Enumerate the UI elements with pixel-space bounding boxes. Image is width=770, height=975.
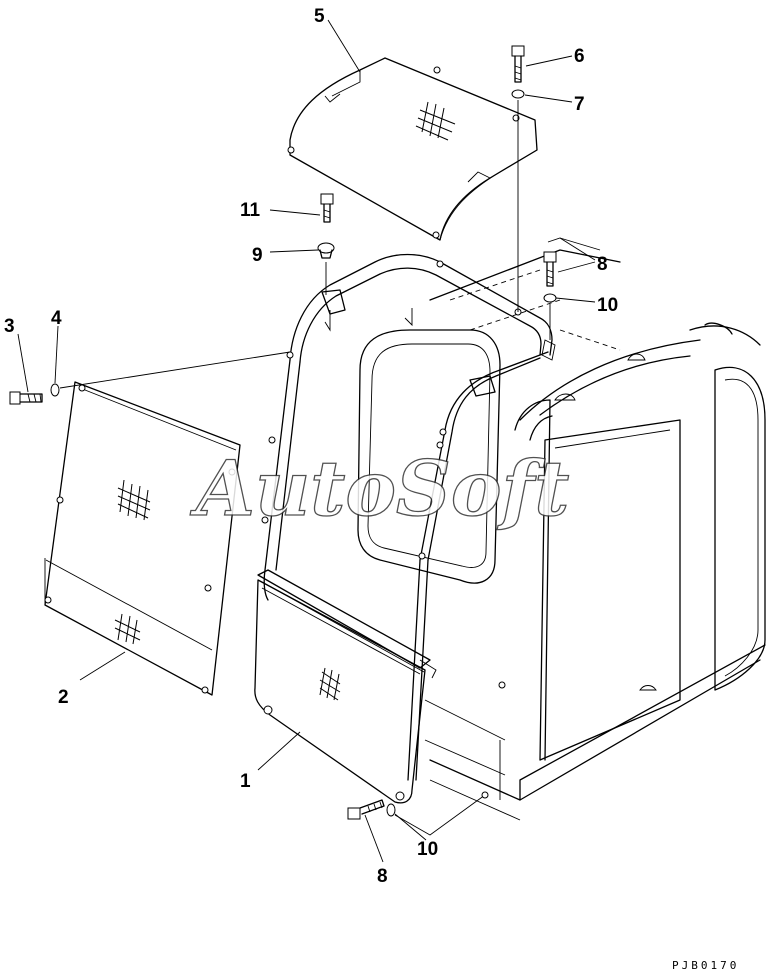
bolt-11 <box>320 193 334 223</box>
callout-1: 1 <box>240 771 251 792</box>
left-side-panel <box>44 381 241 696</box>
callout-3: 3 <box>4 316 15 337</box>
drawing-code: PJB0170 <box>672 959 739 972</box>
callout-8-upper: 8 <box>597 254 608 275</box>
bolt-6 <box>511 45 525 83</box>
bolt-8-upper <box>543 251 557 287</box>
roof-cover-panel <box>287 57 538 241</box>
callout-2: 2 <box>58 687 69 708</box>
callout-6: 6 <box>574 46 585 67</box>
front-lower-panel <box>254 579 426 804</box>
collar-9 <box>317 242 335 259</box>
bolt-3 <box>9 391 43 405</box>
callout-4: 4 <box>51 308 62 329</box>
mesh-symbol-panel2-upper <box>117 479 151 521</box>
callout-11: 11 <box>240 200 261 221</box>
mesh-symbol-panel5 <box>415 101 456 141</box>
bolt-8-lower <box>347 799 385 820</box>
watermark: AutoSoft <box>190 444 569 533</box>
guard-tube-frame <box>257 253 556 781</box>
washer-10-lower <box>386 803 396 817</box>
washer-10-upper <box>543 293 557 303</box>
cab-frame <box>357 237 766 821</box>
callout-10-lower: 10 <box>417 839 438 860</box>
leader-lines <box>17 19 596 863</box>
washer-4 <box>50 383 60 397</box>
hardware-parts <box>9 45 557 820</box>
callout-10-upper: 10 <box>597 295 618 316</box>
mesh-symbol-panel1 <box>319 667 341 701</box>
callout-8-lower: 8 <box>377 866 388 887</box>
callout-5: 5 <box>314 6 325 27</box>
callout-7: 7 <box>574 94 585 115</box>
washer-7 <box>511 89 525 99</box>
mesh-symbol-panel2-lower <box>114 613 141 645</box>
callout-9: 9 <box>252 245 263 266</box>
